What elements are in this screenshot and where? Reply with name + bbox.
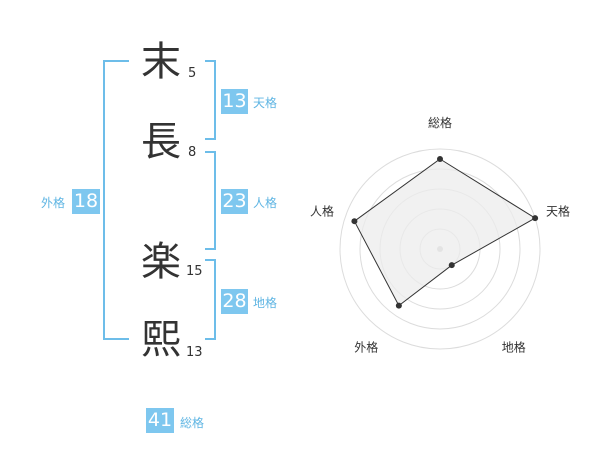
radar-data-points (351, 156, 539, 309)
soukaku-badge: 41 (146, 408, 174, 433)
gaikaku-bracket (103, 60, 129, 340)
radar-axis-label-2: 地格 (502, 340, 526, 355)
radar-axis-label-0: 総格 (428, 115, 452, 130)
radar-point-0 (437, 156, 443, 162)
jinkaku-bracket (205, 151, 216, 250)
stroke-count-2: 8 (188, 145, 197, 160)
jinkaku-label: 人格 (253, 196, 278, 210)
name-char-2: 長 (141, 119, 181, 165)
radar-point-1 (532, 215, 539, 222)
gaikaku-label: 外格 (41, 196, 66, 210)
jinkaku-badge: 23 (221, 189, 248, 214)
radar-point-3 (395, 302, 402, 309)
chikaku-bracket (205, 259, 216, 340)
stroke-count-3: 15 (186, 264, 203, 279)
name-char-1: 末 (141, 39, 181, 85)
tenkaku-label: 天格 (253, 96, 278, 110)
radar-axis-label-3: 外格 (354, 340, 378, 355)
chikaku-badge: 28 (221, 289, 248, 314)
gaikaku-badge: 18 (72, 189, 100, 214)
soukaku-label: 総格 (180, 416, 205, 430)
radar-point-2 (448, 262, 455, 269)
tenkaku-badge: 13 (221, 89, 248, 114)
name-char-3: 楽 (141, 239, 181, 285)
radar-axis-label-1: 天格 (546, 203, 570, 218)
tenkaku-bracket (205, 60, 216, 140)
radar-point-4 (351, 218, 358, 225)
stroke-count-1: 5 (188, 66, 197, 81)
chikaku-label: 地格 (253, 296, 278, 310)
stroke-count-4: 13 (186, 345, 203, 360)
name-char-4: 熙 (141, 317, 181, 363)
radar-axis-label-4: 人格 (310, 203, 334, 218)
radar-data-area (353, 158, 537, 307)
